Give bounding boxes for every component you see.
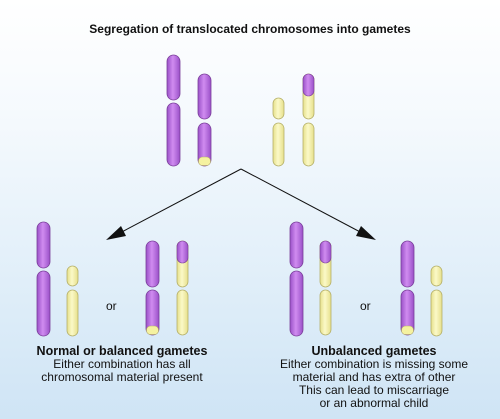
chromosome-arm [66,289,79,337]
or-label-left: or [106,299,117,313]
chromosome-arm [400,240,415,288]
chromosome-arm [319,289,332,336]
unbalanced-caption-line: Either combination is missing some [279,357,469,371]
unbalanced-caption-line: material and has extra of other [292,370,456,384]
chromosome-arm [272,97,285,120]
balanced-caption-heading: Normal or balanced gametes [36,344,208,358]
chromosome-arm [145,289,160,336]
unbalanced-caption-heading: Unbalanced gametes [311,344,437,358]
chromosome-arm [166,54,181,101]
unbalanced-gamete-b [400,240,443,337]
chromosome-arm [400,289,415,336]
chromosome-arm [430,289,443,337]
translocated-segment [198,156,211,166]
translocated-segment [146,325,159,335]
chromosome-arm [272,122,285,167]
chromosome-arm [166,102,181,167]
arrow-line-left [117,168,242,235]
translocated-segment [302,73,315,97]
translocated-segment [319,240,332,264]
chromosome-arm [302,122,315,167]
balanced-caption-line: Either combination has all [53,357,191,371]
balanced-gamete-translocated [145,240,189,336]
translocated-segment [401,325,414,335]
arrowhead-right [356,226,376,240]
translocated-segment [176,240,189,264]
unbalanced-gamete-a [289,221,332,337]
segregation-arrows [106,168,376,240]
unbalanced-caption-line: This can lead to miscarriage [298,383,450,397]
arrow-line-right [240,168,365,235]
chromosome-arm [289,221,304,269]
parent-chromosomes [166,54,315,167]
unbalanced-caption: Unbalanced gametes Either combination is… [258,345,490,410]
chromosome-arm [197,73,212,120]
chromosome-arm [197,122,212,167]
chromosome-arm [66,265,79,287]
arrowhead-left [106,226,126,240]
balanced-gamete-normal [36,221,79,337]
chromosome-arm [176,289,189,336]
diagram-title: Segregation of translocated chromosomes … [89,22,411,36]
chromosome-arm [36,221,51,269]
chromosome-arm [36,270,51,337]
chromosome-arm [289,270,304,337]
unbalanced-caption-line: or an abnormal child [319,396,429,410]
chromosome-arm [145,240,160,288]
balanced-caption-line: chromosomal material present [41,370,203,384]
or-label-right: or [360,299,371,313]
balanced-caption: Normal or balanced gametes Either combin… [14,345,230,384]
chromosome-arm [430,265,443,287]
